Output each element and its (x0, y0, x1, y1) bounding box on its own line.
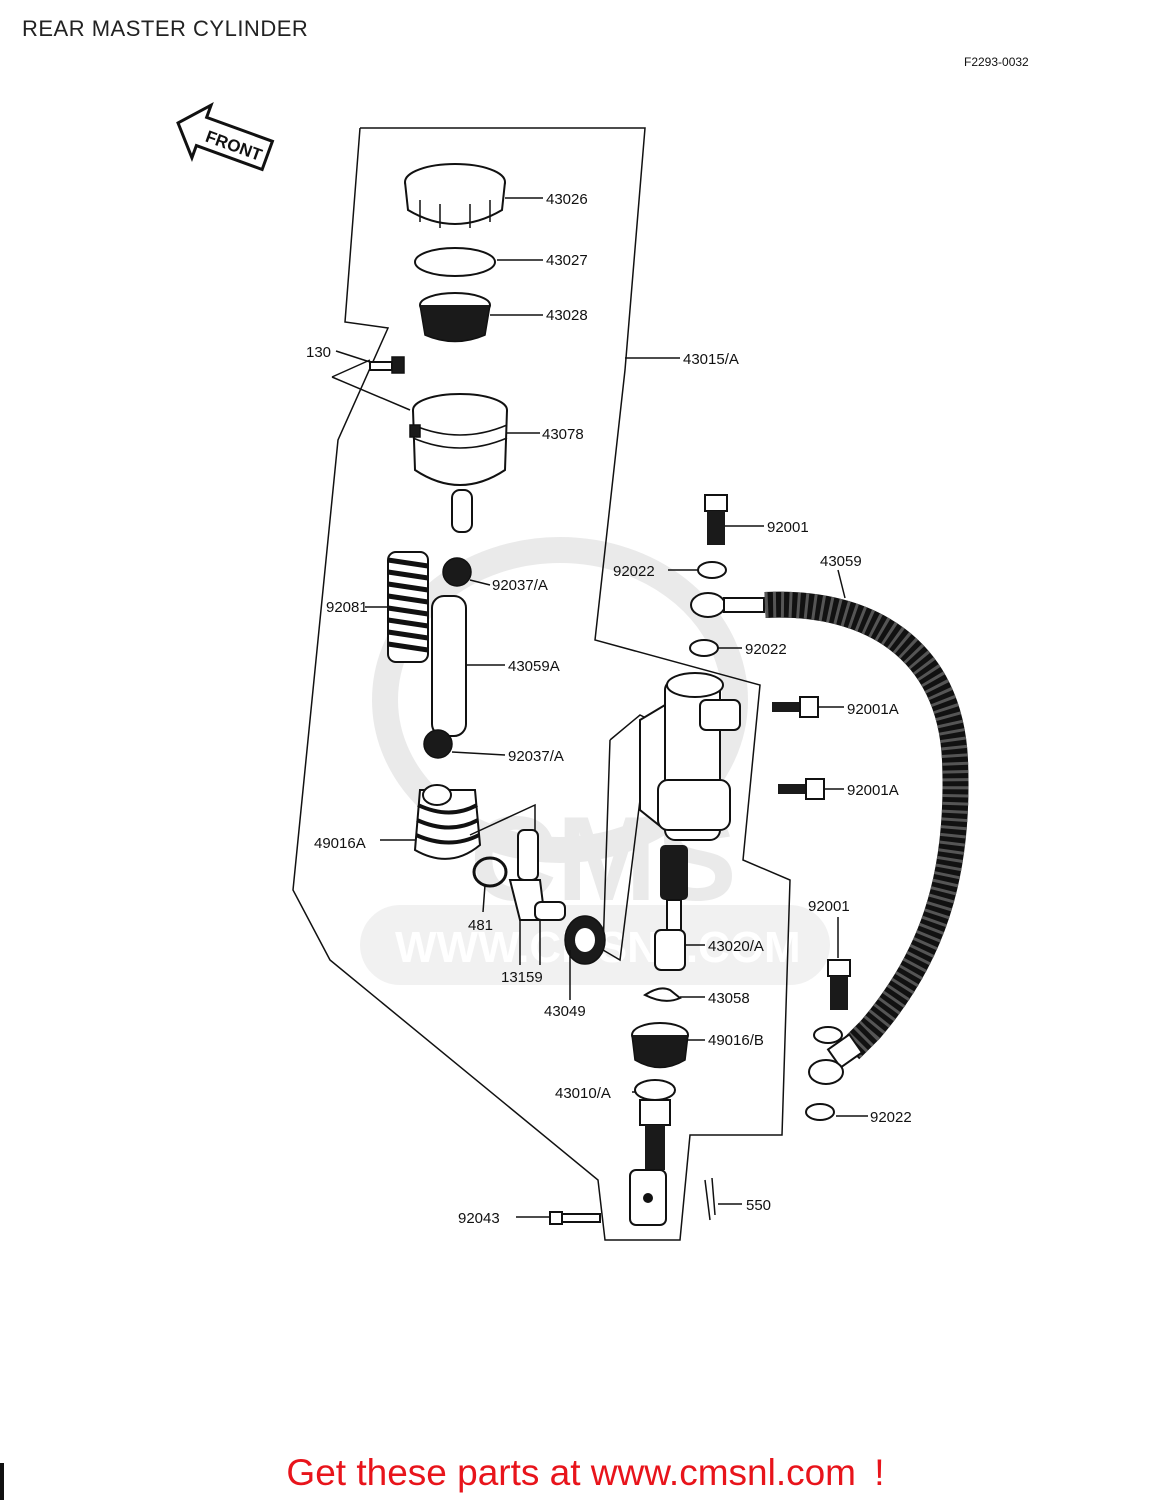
corner-mark (0, 1463, 4, 1500)
front-arrow: FRONT (176, 101, 275, 172)
part-92043 (549, 1211, 601, 1225)
label-43049: 43049 (544, 1003, 586, 1020)
label-13159: 13159 (501, 969, 543, 986)
part-92081 (387, 551, 429, 663)
label-92001-top: 92001 (767, 519, 809, 536)
part-92001a-bottom (778, 778, 825, 800)
part-92022-mid (689, 639, 719, 657)
part-43058 (643, 987, 682, 1002)
part-92037a-bottom (423, 729, 453, 759)
part-43049 (564, 915, 606, 965)
label-43078: 43078 (542, 426, 584, 443)
label-92043: 92043 (458, 1210, 500, 1227)
page-title: REAR MASTER CYLINDER (22, 16, 309, 41)
exploded-parts-diagram: CMS WWW.CMSNL.COM FRONT (176, 101, 969, 1241)
part-43059a (431, 595, 467, 737)
promo-banner-text[interactable]: Get these parts at www.cmsnl.com (286, 1452, 857, 1493)
label-92037a-bottom: 92037/A (508, 748, 564, 765)
label-43027: 43027 (546, 252, 588, 269)
part-13159 (508, 829, 566, 921)
promo-banner[interactable]: Get these parts at www.cmsnl.com ! (0, 1452, 1171, 1494)
part-92001-top (704, 494, 728, 545)
label-43020a: 43020/A (708, 938, 764, 955)
part-49016a (413, 784, 482, 860)
label-43015a: 43015/A (683, 351, 739, 368)
master-cylinder-body (639, 672, 741, 841)
label-92022-top: 92022 (613, 563, 655, 580)
label-49016b: 49016/B (708, 1032, 764, 1049)
label-92001a-top: 92001A (847, 701, 899, 718)
part-43028 (419, 292, 491, 343)
label-49016a: 49016A (314, 835, 366, 852)
part-labels: 43026 43027 43028 130 43015/A 43078 9200… (306, 191, 912, 1227)
label-481: 481 (468, 917, 493, 934)
part-550 (704, 1177, 716, 1221)
label-43059a: 43059A (508, 658, 560, 675)
part-92001-bottom (827, 959, 851, 1010)
part-92022-top (697, 561, 727, 579)
figure-code: F2293-0032 (964, 55, 1029, 69)
part-92022-bottom-upper (813, 1026, 843, 1044)
label-92001a-bottom: 92001A (847, 782, 899, 799)
part-92037a-top (442, 557, 472, 587)
part-43026 (404, 163, 506, 228)
part-130 (369, 356, 405, 374)
label-550: 550 (746, 1197, 771, 1214)
part-43078 (409, 393, 508, 533)
part-43010a (629, 1079, 676, 1226)
promo-banner-suffix: ! (874, 1452, 885, 1493)
label-92037a-top: 92037/A (492, 577, 548, 594)
label-130: 130 (306, 344, 331, 361)
part-49016b (631, 1022, 689, 1069)
leader-lines (331, 197, 868, 1218)
label-92001-bottom: 92001 (808, 898, 850, 915)
label-92022-mid: 92022 (745, 641, 787, 658)
part-481 (472, 856, 508, 888)
label-92081: 92081 (326, 599, 368, 616)
part-43020a (654, 845, 688, 971)
label-43028: 43028 (546, 307, 588, 324)
label-43059: 43059 (820, 553, 862, 570)
part-92001a-top (772, 696, 819, 718)
label-43010a: 43010/A (555, 1085, 611, 1102)
assembly-outline (292, 127, 791, 1241)
label-43058: 43058 (708, 990, 750, 1007)
label-92022-bottom: 92022 (870, 1109, 912, 1126)
label-43026: 43026 (546, 191, 588, 208)
part-43059 (690, 591, 969, 1085)
part-92022-bottom (805, 1103, 835, 1121)
part-43027 (414, 247, 496, 277)
